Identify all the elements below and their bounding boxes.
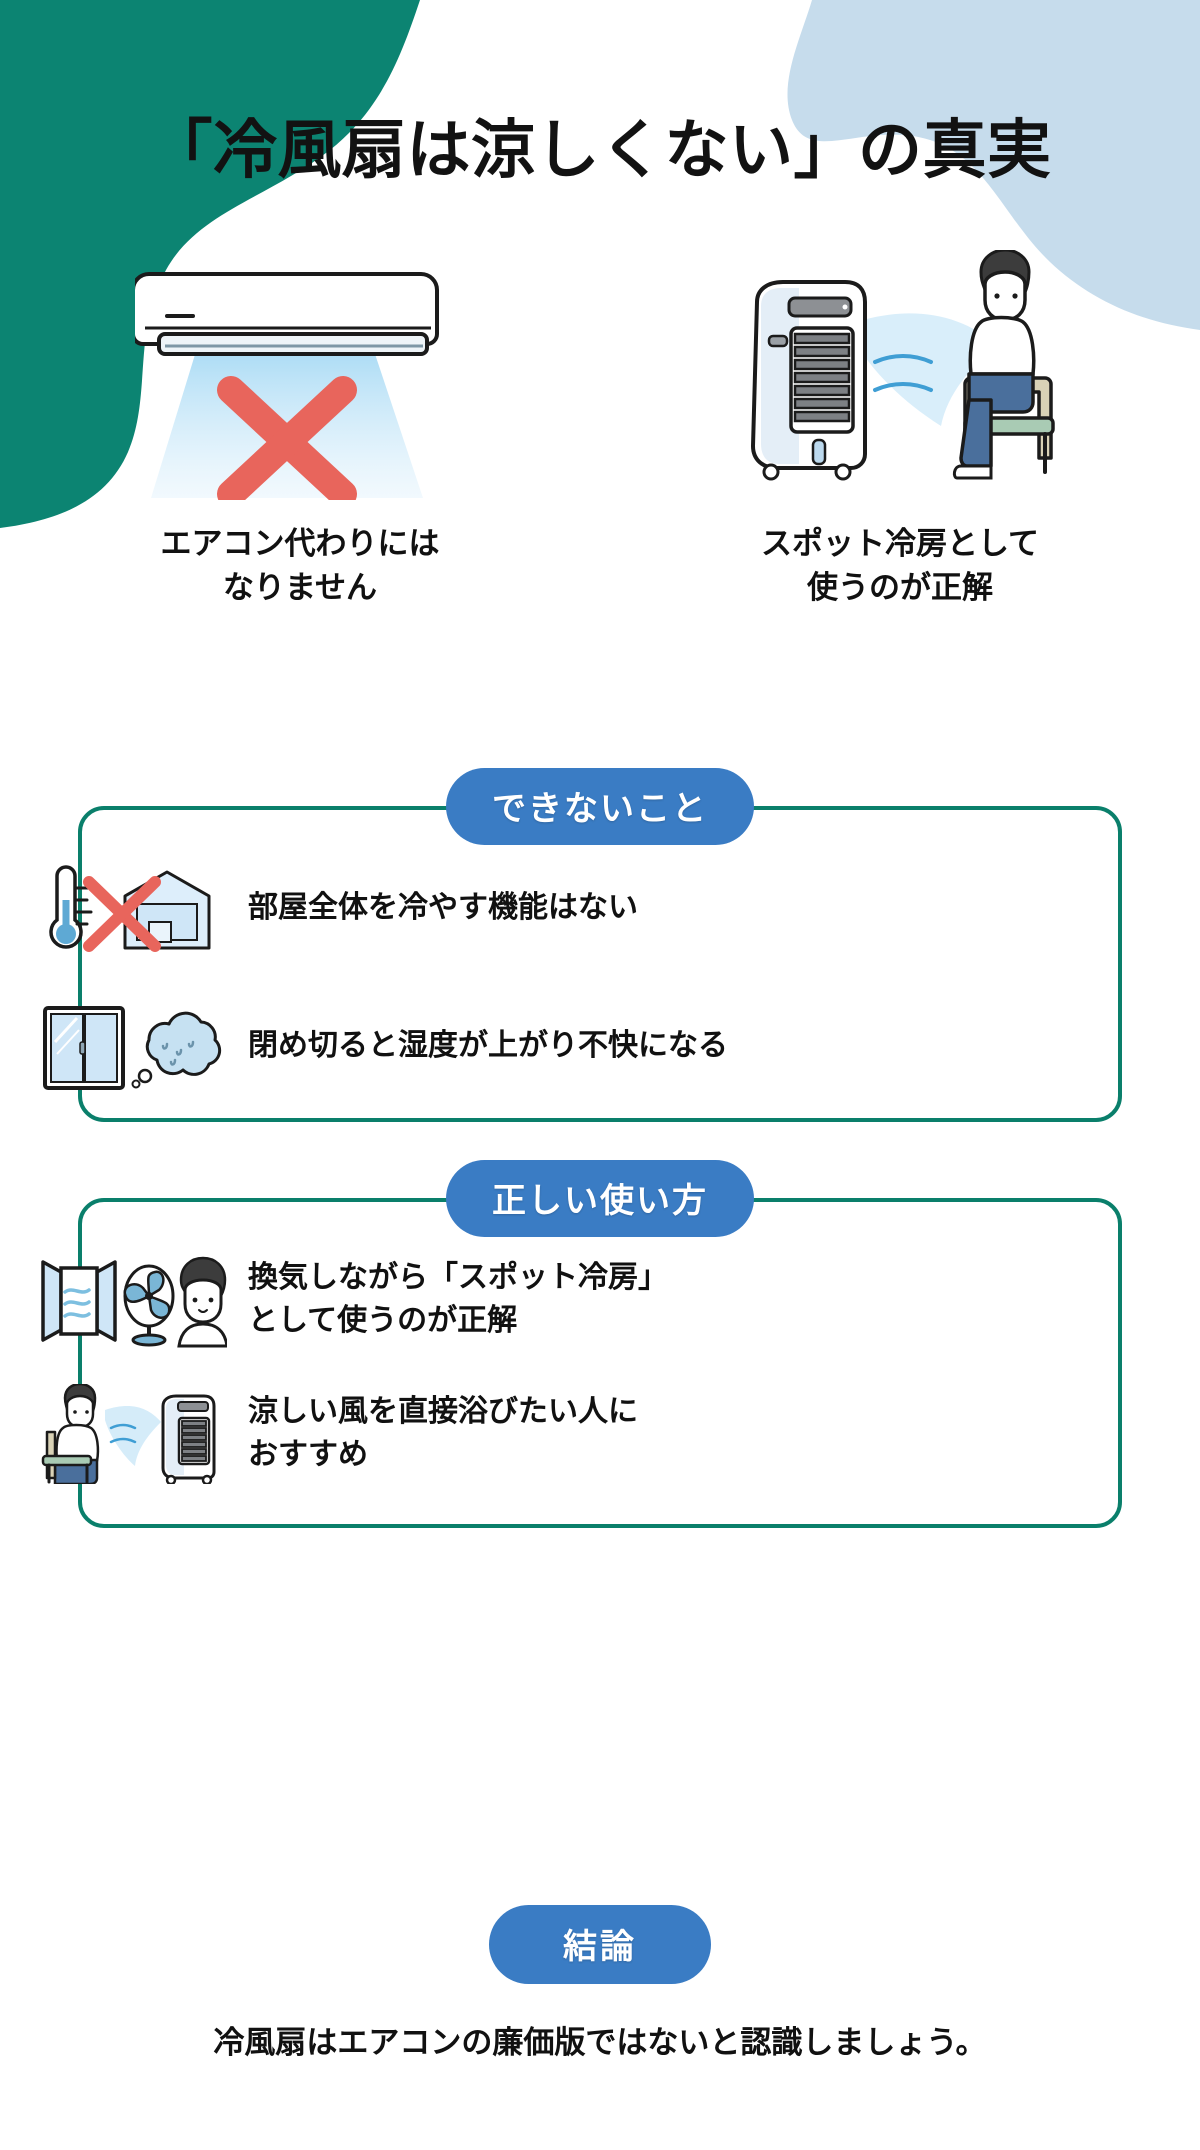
page-title: 「冷風扇は涼しくない」の真実 [148,114,1052,186]
list-item: 涼しい風を直接浴びたい人に おすすめ [34,1384,1166,1484]
air-cooler-icon [161,1394,216,1484]
row-text-line2: として使うのが正解 [248,1304,518,1337]
row-text-line1: 閉め切ると湿度が上がり不快になる [248,1028,728,1062]
row-icon-group [34,998,230,1094]
electric-fan-icon [123,1264,175,1347]
breeze-lines-icon [873,354,933,392]
card-cannot-do-rows: 部屋全体を冷やす機能はない [0,860,1200,1094]
red-x-icon [83,876,161,952]
row-text-line1: 部屋全体を冷やす機能はない [248,890,638,924]
air-cooler-icon [751,280,867,481]
thermometer-icon [49,865,93,949]
hero-right-caption-line2: 使うのが正解 [806,570,993,606]
breeze-lines-icon [109,1423,137,1444]
conclusion-text: 冷風扇はエアコンの廉価版ではないと認識しましょう。 [213,2025,987,2060]
open-window-icon [41,1260,117,1342]
seated-person-icon [41,1384,100,1484]
hero-right-caption-line1: スポット冷房として [760,526,1040,561]
air-conditioner-icon [135,272,439,356]
hero-left: エアコン代わりには なりません [0,250,600,610]
row-text: 涼しい風を直接浴びたい人に おすすめ [248,1391,638,1476]
row-text: 換気しながら「スポット冷房」 として使うのが正解 [248,1257,668,1342]
breeze-icon [105,1406,161,1466]
seated-person-icon [952,250,1036,480]
list-item: 換気しながら「スポット冷房」 として使うのが正解 [34,1252,1166,1348]
person-face-icon [177,1256,227,1348]
hero-right: スポット冷房として 使うのが正解 [600,250,1200,610]
hero-left-caption: エアコン代わりには なりません [161,522,440,610]
row-icon-group [34,1384,230,1484]
hero-left-caption-line1: エアコン代わりには [160,526,440,561]
conclusion-badge: 結論 [489,1905,711,1984]
hero-left-caption-line2: なりません [222,570,378,606]
row-text-line1: 換気しながら「スポット冷房」 [248,1261,668,1295]
air-cooler-with-seated-person [735,250,1065,500]
row-icon-group [34,1252,230,1348]
humid-cloud-icon [131,1011,222,1089]
section-badge-correct-usage: 正しい使い方 [446,1160,754,1237]
hero-section: エアコン代わりには なりません [0,250,1200,610]
card-correct-usage [78,1198,1122,1528]
red-x-icon [217,376,357,500]
row-icon-group [34,860,230,956]
list-item: 部屋全体を冷やす機能はない [34,860,1166,956]
closed-window-icon [43,1006,125,1090]
header: 「冷風扇は涼しくない」の真実 [0,0,1200,260]
breeze-icon [863,313,997,426]
hero-right-caption: スポット冷房として 使うのが正解 [761,522,1039,610]
row-text: 部屋全体を冷やす機能はない [248,887,638,930]
air-conditioner-with-red-x [135,250,465,500]
row-text-line1: 涼しい風を直接浴びたい人に [248,1395,638,1429]
row-text-line2: おすすめ [248,1438,368,1471]
section-badge-cannot-do: できないこと [446,768,754,845]
row-text: 閉め切ると湿度が上がり不快になる [248,1025,728,1068]
list-item: 閉め切ると湿度が上がり不快になる [34,998,1166,1094]
card-correct-usage-rows: 換気しながら「スポット冷房」 として使うのが正解 [0,1252,1200,1484]
